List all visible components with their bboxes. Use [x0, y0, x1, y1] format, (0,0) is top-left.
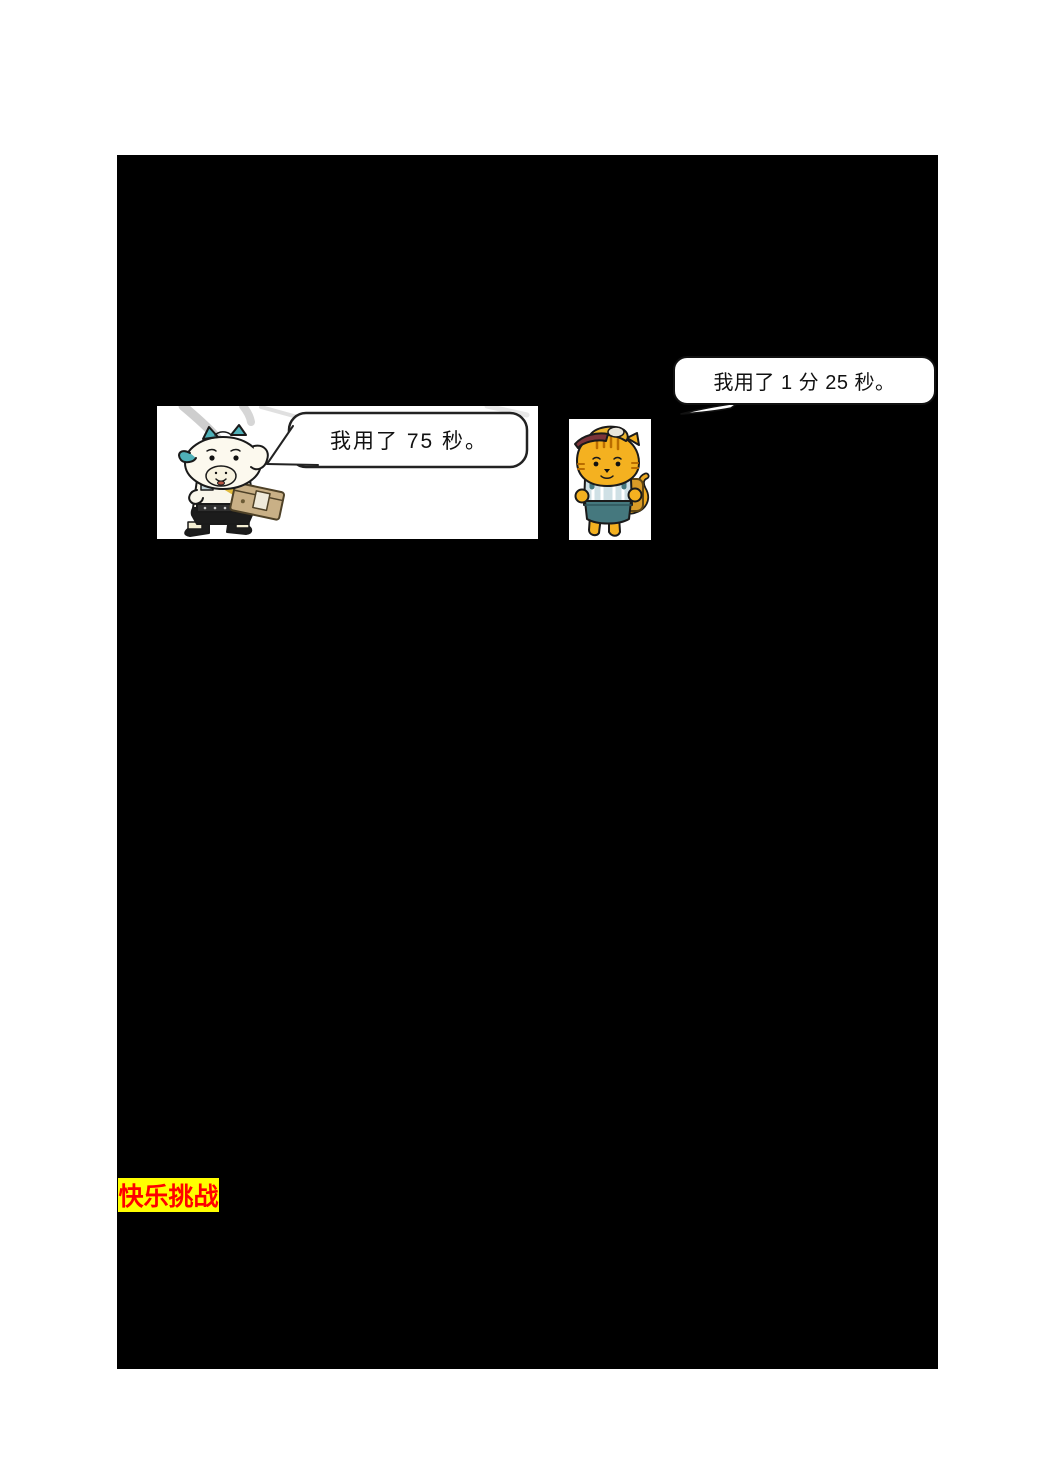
cat-speech-bubble-tail-icon: [680, 402, 739, 415]
goat-character: [178, 424, 285, 537]
goat-speech-bubble: 我用了 75 秒。: [266, 411, 529, 469]
cat-speech-bubble-text: 我用了 1 分 25 秒。: [713, 372, 896, 394]
goat-picture: 我用了 75 秒。: [157, 406, 538, 539]
cat-speech-bubble: 我用了 1 分 25 秒。: [673, 356, 936, 405]
challenge-badge-text: 快乐挑战: [118, 1183, 219, 1211]
worksheet-black-panel: [117, 155, 938, 1369]
cat-picture: [569, 419, 651, 540]
goat-character-illustration: 我用了 75 秒。: [178, 406, 530, 537]
challenge-badge: 快乐挑战: [118, 1178, 219, 1212]
cat-character-illustration: [574, 425, 650, 537]
goat-speech-bubble-text: 我用了 75 秒。: [330, 430, 488, 453]
